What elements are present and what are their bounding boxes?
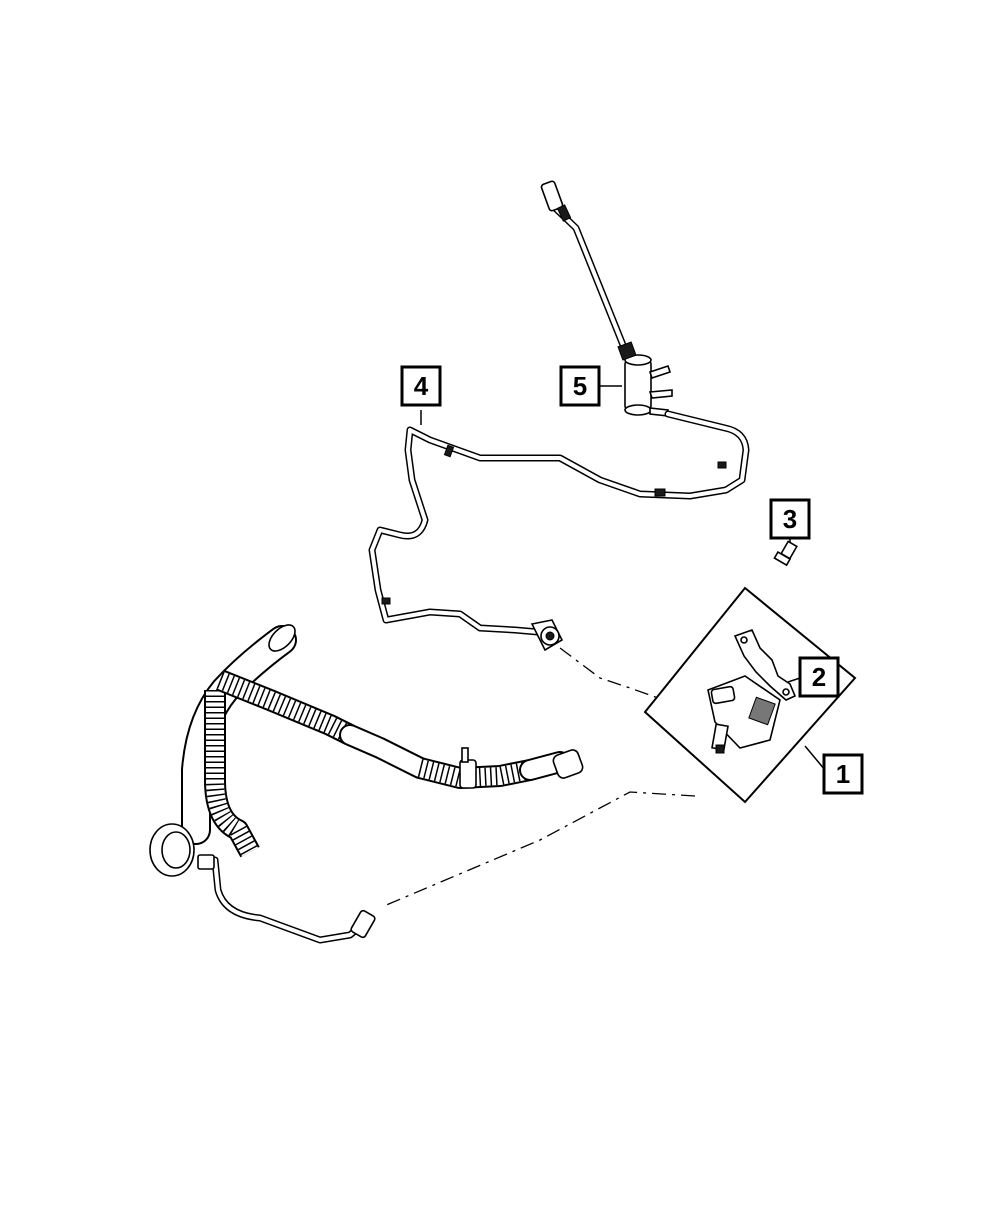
part-5-sensor-valve[interactable] <box>540 180 673 417</box>
callout-1-label: 1 <box>836 759 850 789</box>
callout-2: 2 <box>798 656 840 698</box>
callout-5-label: 5 <box>573 371 587 401</box>
part-4-line-assembly[interactable] <box>368 410 750 652</box>
leader-lines <box>383 385 826 907</box>
callout-2-label: 2 <box>812 662 826 692</box>
callout-4: 4 <box>400 365 442 407</box>
filler-tube-assembly <box>149 624 584 944</box>
callout-1: 1 <box>822 753 864 795</box>
part-3-bolt[interactable] <box>773 540 798 567</box>
callout-3: 3 <box>769 498 811 540</box>
callout-3-label: 3 <box>783 504 797 534</box>
callout-4-label: 4 <box>414 371 429 401</box>
part-2-bracket[interactable] <box>733 628 797 701</box>
part-1-pump-kit[interactable] <box>643 586 857 804</box>
callout-5: 5 <box>559 365 601 407</box>
